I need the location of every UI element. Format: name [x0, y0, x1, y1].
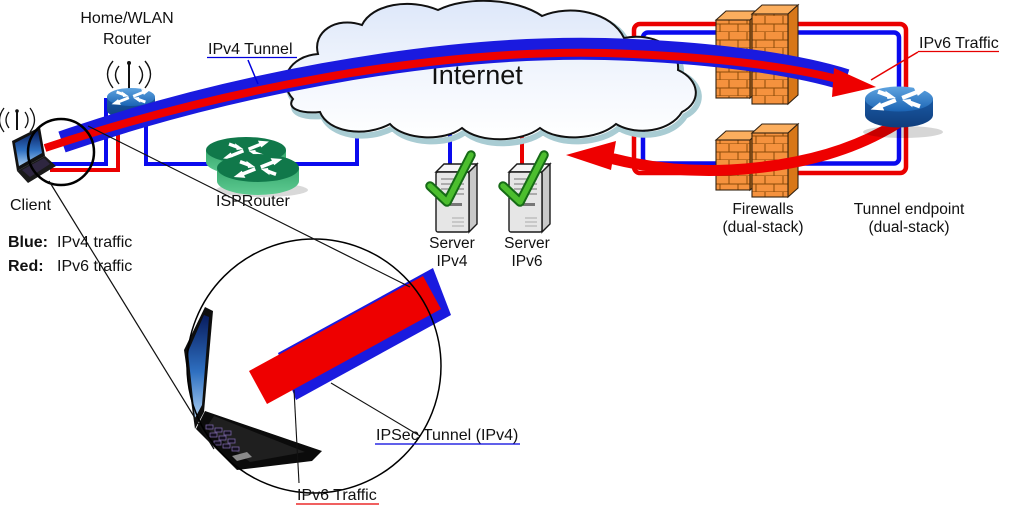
ipv6-callout-line	[293, 389, 300, 484]
isp-router-label: ISPRouter	[216, 193, 290, 210]
ipsec-callout-line	[330, 382, 421, 437]
legend-blue-term: Blue:	[8, 234, 48, 251]
tunnel-endpoint-label-2: (dual-stack)	[869, 219, 950, 236]
legend-blue-desc: IPv4 traffic	[57, 234, 132, 251]
legend: Blue: IPv4 traffic Red: IPv6 traffic	[8, 234, 132, 275]
magnifier-tangent-top	[87, 125, 411, 288]
ipv6-return-arrow	[566, 110, 914, 177]
client-laptop-large-icon	[184, 307, 322, 470]
ipsec-tunnel-annotation: IPSec Tunnel (IPv4)	[375, 427, 520, 445]
server-ipv6-label-2: IPv6	[511, 253, 542, 270]
legend-red-desc: IPv6 traffic	[57, 258, 132, 275]
ipv6-traffic-bottom-annotation: IPv6 Traffic	[296, 487, 379, 505]
internet-cloud-icon: Internet	[284, 0, 702, 147]
magnifier-tangent-bottom	[48, 180, 215, 450]
magnified-view	[184, 268, 451, 484]
check-icon-server-ipv6	[498, 150, 549, 207]
wifi-waves-icon	[0, 107, 36, 133]
wifi-waves-icon	[106, 60, 152, 89]
server-ipv6-label-1: Server	[504, 235, 550, 252]
client-label: Client	[10, 197, 51, 214]
tunnel-arrowhead	[832, 68, 876, 97]
ipv4-tunnel-label: IPv4 Tunnel	[208, 41, 293, 58]
magnified-ipv6-band	[249, 276, 441, 404]
home-router-label-1: Home/WLAN	[80, 10, 173, 27]
tunnel-endpoint-label-1: Tunnel endpoint	[854, 201, 965, 218]
ipsec-tunnel-label: IPSec Tunnel (IPv4)	[376, 427, 518, 444]
firewalls-label-1: Firewalls	[732, 201, 793, 218]
legend-red-term: Red:	[8, 258, 44, 275]
tunnel-endpoint-router-icon	[863, 87, 943, 138]
ipv6-traffic-top-annotation: IPv6 Traffic	[870, 35, 999, 81]
firewalls-label-2: (dual-stack)	[723, 219, 804, 236]
ipv4-tunnel-band	[43, 37, 876, 153]
ipv4-tunnel-annotation: IPv4 Tunnel	[207, 41, 297, 85]
ipv6-traffic-bottom-label: IPv6 Traffic	[297, 487, 377, 504]
keyboard-keys	[205, 424, 240, 452]
isp-router-icon	[206, 137, 308, 197]
ipv6-traffic-top-label: IPv6 Traffic	[919, 35, 999, 52]
server-ipv4-label-2: IPv4	[436, 253, 467, 270]
home-router-label-2: Router	[103, 31, 152, 48]
tunnel-inner-ipv6	[43, 48, 854, 152]
check-icon-server-ipv4	[425, 150, 476, 207]
server-ipv4-label-1: Server	[429, 235, 475, 252]
cloud-shape	[284, 0, 697, 141]
magnifier-source-circle	[26, 117, 96, 187]
